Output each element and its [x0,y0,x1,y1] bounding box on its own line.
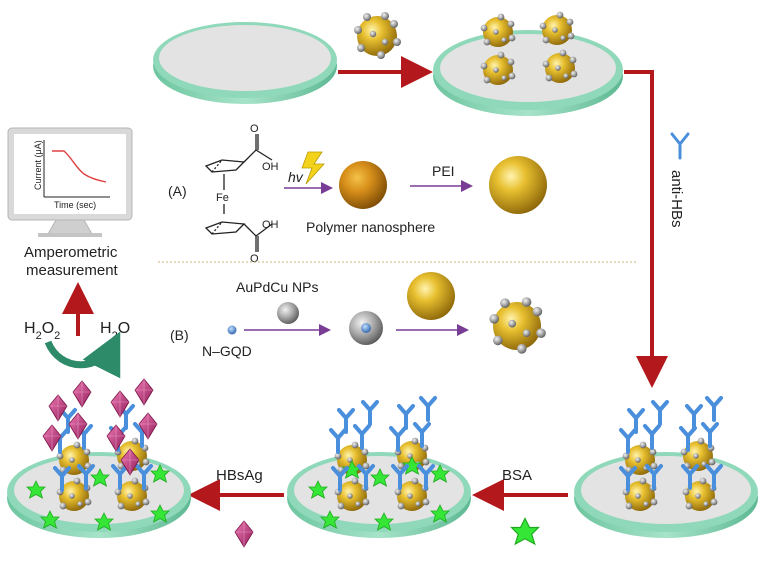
panel-b-label: (B) [170,327,189,343]
immunosensor-electrode-disk [7,378,191,538]
current-decay-curve [52,150,107,183]
polymer-nanosphere-label: Polymer nanosphere [306,219,435,235]
anti-hbs-label: anti-HBs [668,170,685,228]
arrow-right-down [624,70,668,388]
polymer-nanosphere [339,161,387,209]
amperometric-label: Amperometric [24,244,118,261]
current-axis-label: Current (μA) [33,140,43,190]
o-bottom-label: O [250,253,259,265]
monitor-icon [7,127,133,237]
hbsag-label: HBsAg [216,467,263,484]
ferrocene-structure [204,134,273,252]
pei-nanosphere-b [407,272,455,320]
aupdcu-label: AuPdCu NPs [236,279,318,295]
bsa-blocked-electrode-disk [287,396,471,538]
bsa-label: BSA [502,467,532,484]
hv-label: hv [288,169,304,185]
np-sphere-product [489,297,546,354]
panel-a-label: (A) [168,183,187,199]
lightning-icon [301,151,325,185]
measurement-label: measurement [26,262,119,279]
oh-top-label: OH [262,161,279,173]
h2o2-label: H2O2 [24,320,60,342]
catalysis-curve-arrow [44,331,121,379]
o-top-label: O [250,123,259,135]
pei-nanosphere [489,156,547,214]
bsa-star-icon [510,517,540,545]
oh-bottom-label: OH [262,219,279,231]
fe-label: Fe [216,192,229,204]
np-sphere-reagent [354,12,401,59]
time-axis-label: Time (sec) [54,200,96,210]
h2o-label: H2O [100,320,130,342]
aupdcu-np [277,302,299,324]
antibody-electrode-disk [574,396,758,538]
antibody-icon-legend [670,132,690,160]
n-gqd-dot [227,325,237,335]
hbsag-octahedron-icon [234,520,254,548]
pei-label: PEI [432,163,455,179]
amperometric-plot [43,140,110,198]
aupdcu-ngqd-composite [349,311,383,345]
modified-electrode-disk [433,11,623,116]
bare-electrode-disk [153,22,337,104]
n-gqd-label: N–GQD [202,343,252,359]
